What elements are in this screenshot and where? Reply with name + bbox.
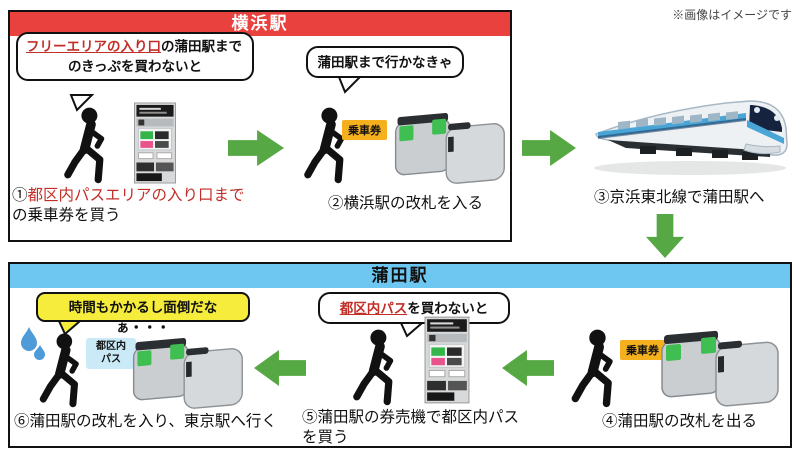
arrow-step3-to-step4-icon bbox=[646, 214, 684, 258]
step5-label-line1: ⑤蒲田駅の券売機で都区内パス bbox=[302, 409, 520, 426]
step6-pass-badge: 都区内 パス bbox=[86, 338, 136, 369]
walking-person-icon bbox=[353, 329, 394, 406]
step1-bubble-line2: のきっぷを買わないと bbox=[67, 58, 203, 74]
step1-label-num: ① bbox=[12, 187, 28, 204]
step6-bubble-tail bbox=[57, 320, 82, 336]
step6-pass-badge-line2: パス bbox=[101, 353, 121, 365]
step4-label: ④蒲田駅の改札を出る bbox=[602, 413, 758, 430]
step2-bubble-text: 蒲田駅まで行かなきゃ bbox=[317, 55, 453, 70]
step1-speech-bubble: フリーエリアの入り口の蒲田駅まで のきっぷを買わないと bbox=[16, 32, 254, 82]
step2-bubble-tail bbox=[337, 76, 362, 94]
ticket-gates-icon bbox=[132, 338, 243, 409]
step6-bubble-text: 時間もかかるし面倒だなぁ・・・ bbox=[68, 300, 218, 335]
step2-speech-bubble: 蒲田駅まで行かなきゃ bbox=[306, 46, 464, 78]
kamata-panel-title: 蒲田駅 bbox=[10, 264, 790, 288]
step3-label: ③京浜東北線で蒲田駅へ bbox=[594, 189, 765, 206]
step5-speech-bubble: 都区内パスを買わないと bbox=[318, 292, 510, 324]
ticket-gates-icon bbox=[661, 330, 779, 407]
ticket-machine-icon bbox=[424, 316, 470, 404]
step1-label-black: の乗車券を買う bbox=[12, 207, 121, 225]
ticket-machine-icon bbox=[134, 102, 176, 184]
step5-bubble-tail bbox=[399, 322, 424, 338]
step6-label: ⑥蒲田駅の改札を入り、東京駅へ行く bbox=[14, 413, 277, 430]
step1-label-red: 都区内パスエリアの入り口まで bbox=[27, 187, 245, 204]
ticket-gates-icon bbox=[394, 112, 505, 184]
keihin-tohoku-train-icon bbox=[594, 100, 788, 175]
walking-person-icon bbox=[39, 333, 79, 408]
step1-label: ①都区内パスエリアの入り口まで の乗車券を買う bbox=[12, 186, 280, 226]
step5-label-line2: を買う bbox=[302, 429, 349, 447]
step1-bubble-highlight: フリーエリアの入り口 bbox=[26, 39, 161, 54]
walking-person-icon bbox=[304, 107, 345, 184]
step1-bubble-rest: の蒲田駅まで bbox=[161, 39, 242, 54]
step6-speech-bubble: 時間もかかるし面倒だなぁ・・・ bbox=[36, 292, 250, 335]
step1-bubble-tail bbox=[69, 94, 94, 112]
walking-person-icon bbox=[64, 107, 105, 184]
step5-bubble-rest: を買わないと bbox=[407, 301, 489, 316]
walking-person-icon bbox=[571, 329, 613, 408]
step5-bubble-highlight: 都区内パス bbox=[339, 301, 408, 316]
image-disclaimer-note: ※画像はイメージです bbox=[672, 8, 792, 22]
step6-pass-badge-line1: 都区内 bbox=[96, 341, 126, 352]
arrow-step2-to-step3-icon bbox=[522, 130, 576, 166]
step5-label: ⑤蒲田駅の券売機で都区内パス を買う bbox=[302, 408, 542, 448]
sweat-drops-icon bbox=[21, 327, 45, 360]
step2-label: ②横浜駅の改札を入る bbox=[328, 195, 484, 212]
step4-ticket-badge: 乗車券 bbox=[620, 340, 665, 360]
step2-ticket-badge: 乗車券 bbox=[342, 120, 387, 140]
